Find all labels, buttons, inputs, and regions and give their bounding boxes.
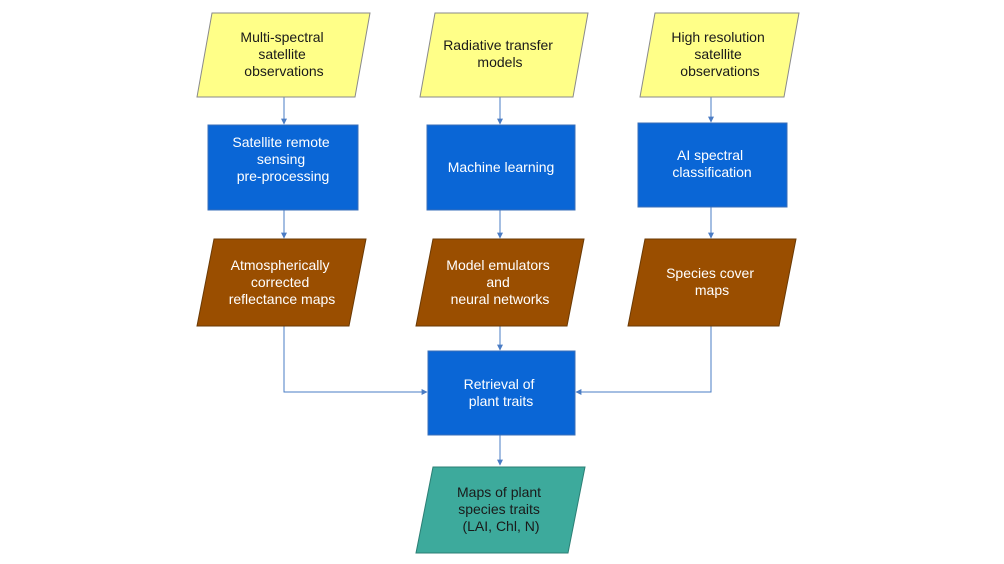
process-box <box>426 124 576 211</box>
svg-text:Species cover maps: Species cover maps <box>666 265 758 298</box>
node-preprocessing: Satellite remote sensing pre-processing <box>207 124 359 211</box>
node-retrieval: Retrieval of plant traits <box>427 350 576 436</box>
node-label-line: reflectance maps <box>229 291 336 307</box>
node-label-line: and <box>486 274 509 290</box>
node-label-line: Retrieval of <box>464 376 535 392</box>
svg-text:Satellite remote sensing: Satellite remote sensing pre-processing <box>232 134 333 184</box>
parallelogram-shape <box>415 466 586 554</box>
parallelogram-shape <box>196 12 371 98</box>
svg-text:High resolution satellit: High resolution satellite observations <box>671 29 768 79</box>
parallelogram-shape <box>415 238 585 327</box>
node-multispectral: Multi-spectral satellite observations <box>196 12 371 98</box>
node-label-line: Machine learning <box>448 159 555 175</box>
node-maps: Maps of plant species traits (LAI, Chl, … <box>415 466 586 554</box>
process-box <box>427 350 576 436</box>
node-label-line: maps <box>695 282 729 298</box>
node-ml: Machine learning <box>426 124 576 211</box>
node-label-line: Satellite remote <box>232 134 329 150</box>
svg-text:Atmospherically correcte: Atmospherically corrected reflectance ma… <box>229 257 336 307</box>
node-label-line: pre-processing <box>237 168 330 184</box>
connector-species-retrieval <box>575 326 712 395</box>
node-species-cover: Species cover maps <box>627 238 797 327</box>
node-label-line: satellite <box>258 46 306 62</box>
node-label-line: Atmospherically <box>231 257 330 273</box>
node-rtm: Radiative transfer models <box>419 12 589 98</box>
parallelogram-shape <box>639 12 800 98</box>
connector-reflectance-retrieval <box>283 326 428 395</box>
node-label-line: satellite <box>694 46 742 62</box>
parallelogram-shape <box>196 238 367 327</box>
node-label-line: plant traits <box>469 393 534 409</box>
node-label-line: Model emulators <box>446 257 550 273</box>
svg-text:AI spectral classificati: AI spectral classification <box>672 147 751 180</box>
parallelogram-shape <box>419 12 589 98</box>
process-box <box>637 122 788 208</box>
node-label-line: observations <box>244 63 323 79</box>
node-label-line: AI spectral <box>677 147 743 163</box>
node-label-line: sensing <box>257 151 305 167</box>
node-label-line: corrected <box>251 274 309 290</box>
svg-text:Machine learning: Machine learning <box>448 159 555 175</box>
node-label-line: High resolution <box>671 29 764 45</box>
node-label-line: Species cover <box>666 265 754 281</box>
node-label-line: (LAI, Chl, N) <box>462 518 539 534</box>
node-label-line: neural networks <box>451 291 550 307</box>
svg-text:Multi-spectral satellite: Multi-spectral satellite observations <box>240 29 327 79</box>
svg-text:Retrieval of plant trait: Retrieval of plant traits <box>464 376 539 409</box>
node-label-line: species traits <box>458 501 540 517</box>
node-label-line: Multi-spectral <box>240 29 323 45</box>
node-label-line: classification <box>672 164 751 180</box>
node-label-line: Radiative transfer <box>443 37 553 53</box>
svg-text:Radiative transfer model: Radiative transfer models <box>443 37 557 70</box>
node-label-line: Maps of plant <box>457 484 541 500</box>
node-label-line: models <box>477 54 522 70</box>
node-highres: High resolution satellite observations <box>639 12 800 98</box>
node-reflectance: Atmospherically corrected reflectance ma… <box>196 238 367 327</box>
parallelogram-shape <box>627 238 797 327</box>
svg-text:Model emulators and: Model emulators and neural networks <box>446 257 553 307</box>
node-emulators: Model emulators and neural networks <box>415 238 585 327</box>
svg-text:Maps of plant species tr: Maps of plant species traits (LAI, Chl, … <box>457 484 545 534</box>
connectors <box>281 97 714 466</box>
node-label-line: observations <box>680 63 759 79</box>
process-box <box>207 124 359 211</box>
node-ai: AI spectral classification <box>637 122 788 208</box>
